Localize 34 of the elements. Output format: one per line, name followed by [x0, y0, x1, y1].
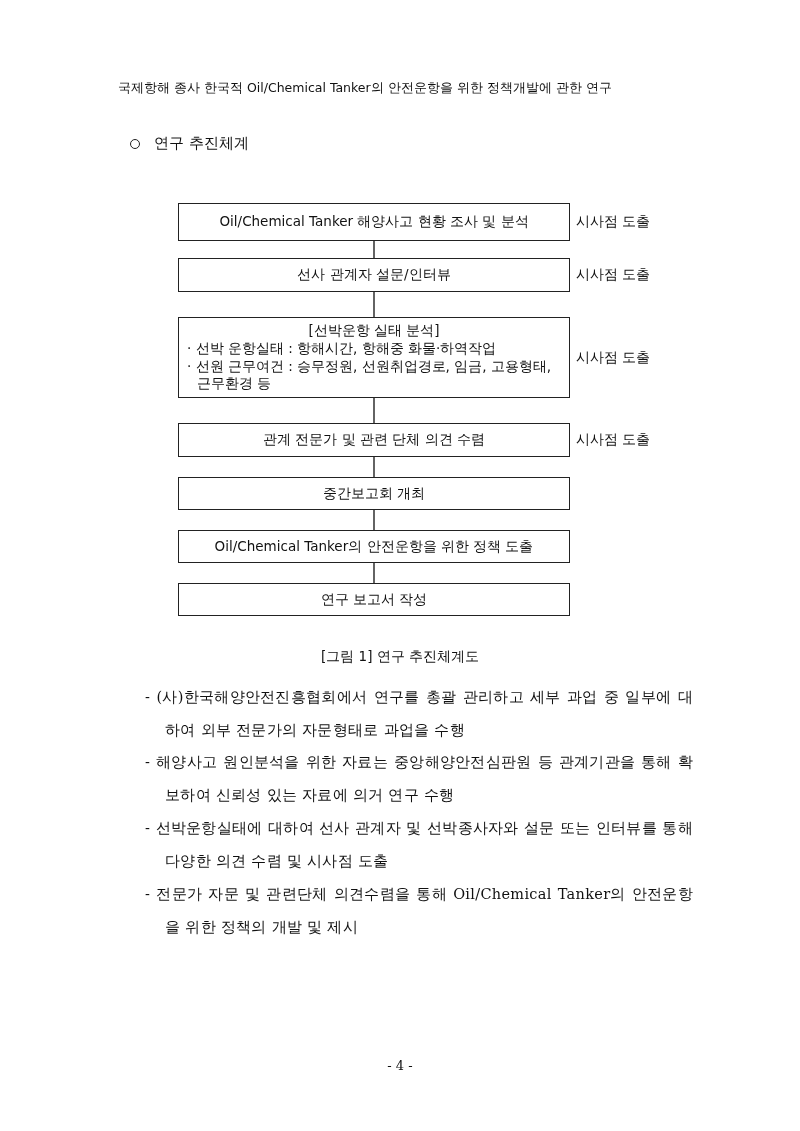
process-box: [178, 423, 570, 457]
section-title: 연구 추진체계: [154, 134, 249, 153]
box-label: 관계 전문가 및 관련 단체 의견 수렴: [263, 431, 485, 449]
box-label: Oil/Chemical Tanker 해양사고 현황 조사 및 분석: [219, 213, 529, 231]
body-paragraph: - 전문가 자문 및 관련단체 의견수렴을 통해 Oil/Chemical Tanker의 안전운항을 위한 정책의 개발 및 제시: [145, 885, 693, 937]
body-paragraph: - 해양사고 원인분석을 위한 자료는 중앙해양안전심판원 등 관계기관을 통해 확보하여 신뢰성 있는 자료에 의거 연구 수행: [145, 753, 693, 805]
running-header: 국제항해 종사 한국적 Oil/Chemical Tanker의 안전운항을 위한 정책개발에 관한 연구: [118, 80, 612, 97]
bullet-text: · 선원 근무여건 : 승무정원, 선원취업경로, 임금, 고용형태, 근무환경 등: [187, 357, 553, 393]
process-box: [178, 477, 570, 510]
side-note: 시사점 도출: [576, 431, 651, 449]
side-note: 시사점 도출: [576, 348, 651, 367]
connector-line: [373, 562, 375, 584]
process-box: [178, 530, 570, 563]
box-label: 선사 관계자 설문/인터뷰: [297, 266, 451, 284]
page-number: - 4 -: [386, 1058, 414, 1073]
connector-line: [373, 397, 375, 424]
process-box: [178, 258, 570, 292]
side-note: 시사점 도출: [576, 213, 651, 231]
body-paragraph: - 선박운항실태에 대하여 선사 관계자 및 선박종사자와 설문 또는 인터뷰를 통해 다양한 의견 수렴 및 시사점 도출: [145, 819, 693, 871]
body-paragraph: - (사)한국해양안전진흥협회에서 연구를 총괄 관리하고 세부 과업 중 일부에 대하여 외부 전문가의 자문형태로 과업을 수행: [145, 688, 693, 740]
bullet-text: · 선박 운항실태 : 항해시간, 항해중 화물·하역작업: [187, 339, 498, 358]
connector-line: [373, 509, 375, 531]
process-box: [178, 317, 570, 398]
box-label: [선박운항 실태 분석]: [307, 322, 441, 340]
process-box: [178, 583, 570, 616]
connector-line: [373, 240, 375, 259]
process-box: [178, 203, 570, 241]
side-note: 시사점 도출: [576, 266, 651, 284]
box-label: 중간보고회 개최: [322, 484, 426, 503]
figure-caption: [그림 1] 연구 추진체계도: [320, 648, 480, 666]
box-label: 연구 보고서 작성: [320, 590, 428, 609]
connector-line: [373, 291, 375, 318]
box-label: Oil/Chemical Tanker의 안전운항을 위한 정책 도출: [214, 537, 534, 556]
connector-line: [373, 456, 375, 478]
